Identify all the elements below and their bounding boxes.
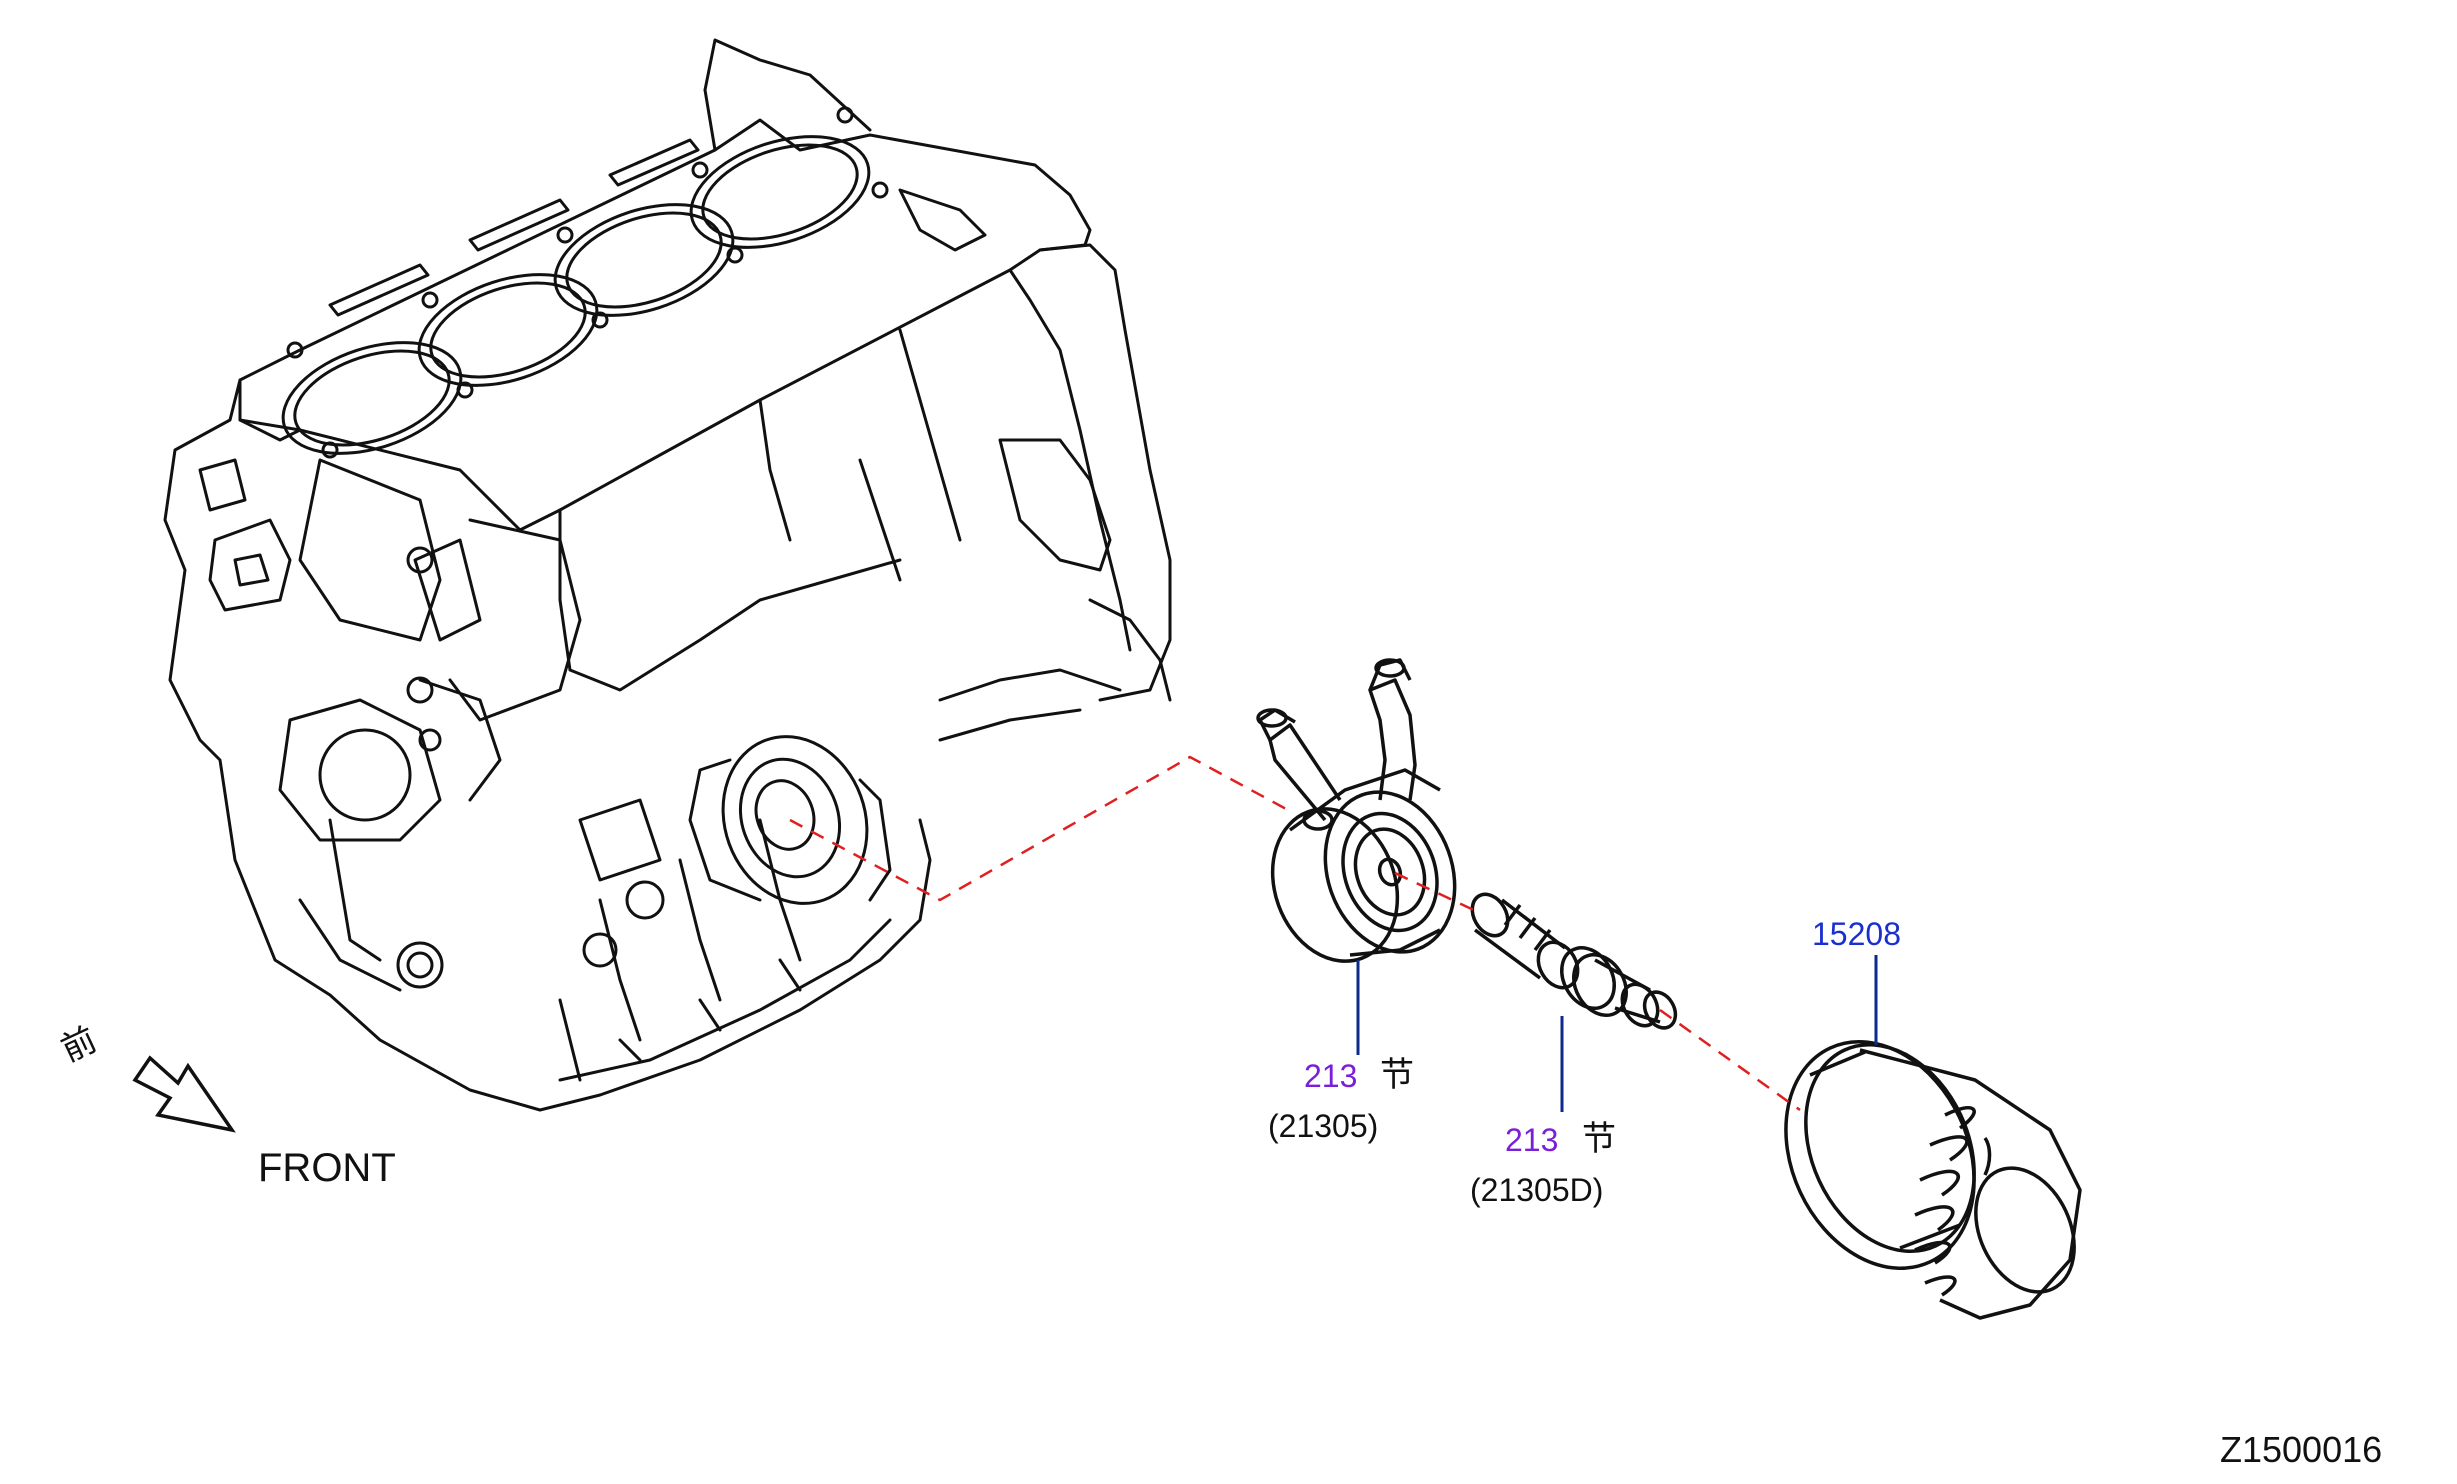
oil-filter [1784,1040,2082,1320]
engine-block [163,38,1172,1112]
oil-cooler-part-number: (21305) [1268,1108,1379,1144]
connector-bolt-part-number: (21305D) [1470,1172,1604,1208]
diagram-code: Z1500016 [2220,1429,2383,1470]
connector-bolt-ref-link[interactable]: 213 [1505,1122,1559,1158]
connector-bolt-kanji: 节 [1582,1120,1616,1158]
oil-cooler-ref-link[interactable]: 213 [1304,1058,1358,1094]
assembly-leaders [789,755,1801,1112]
part-number-15208[interactable]: 15208 [1812,916,1901,952]
oil-cooler [1256,658,1457,963]
connector-bolt [1470,892,1678,1030]
front-arrow-icon [132,1055,236,1133]
oil-cooler-kanji: 节 [1380,1056,1414,1094]
front-label: FRONT [258,1146,396,1190]
callout-leaders [1356,955,1878,1112]
